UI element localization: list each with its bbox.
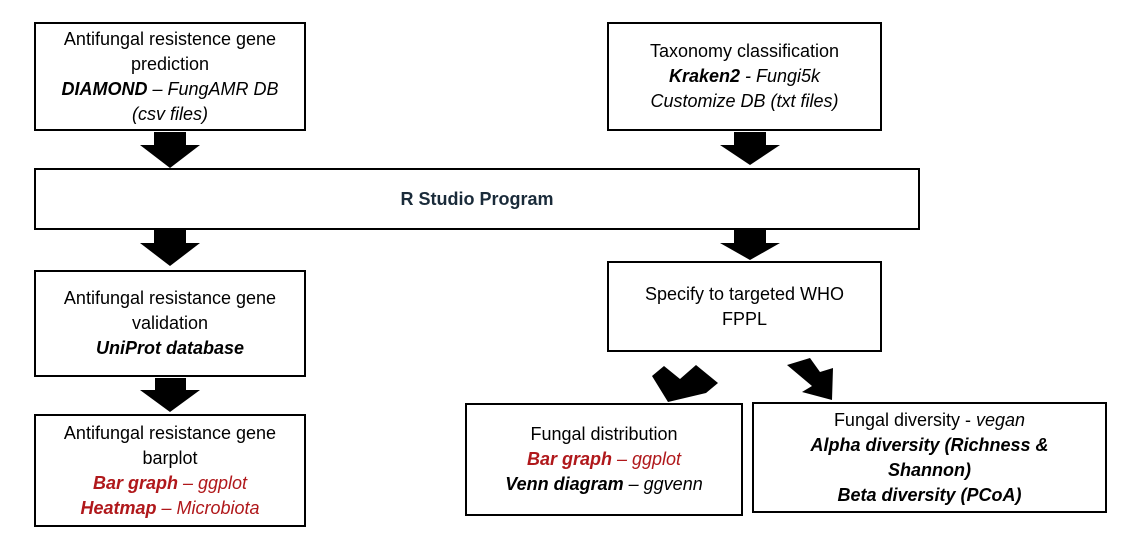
distribution-box: Fungal distribution Bar graph – ggplot V… [465, 403, 743, 516]
diversity-box: Fungal diversity - vegan Alpha diversity… [752, 402, 1107, 513]
gene-prediction-note: (csv files) [132, 103, 208, 124]
distribution-bar-graph-line: Bar graph – ggplot [527, 447, 681, 472]
dist-bar-graph-label: Bar graph [526, 449, 612, 469]
dist-bar-graph-sep: – [611, 449, 632, 469]
diversity-title-line: Fungal diversity - vegan [834, 408, 1025, 433]
arrow-taxonomy-to-rstudio [720, 132, 780, 165]
taxonomy-title: Taxonomy classification [649, 41, 840, 61]
validation-box: Antifungal resistance gene validation Un… [34, 270, 306, 377]
distribution-title: Fungal distribution [530, 424, 678, 444]
alpha-diversity-line1: Alpha diversity (Richness & [810, 434, 1049, 455]
validation-title-line2: validation [131, 313, 209, 333]
uniprot-db: UniProt database [95, 338, 245, 358]
arrow-prediction-to-rstudio [140, 132, 200, 168]
venn-label: Venn diagram [505, 474, 624, 494]
dist-bar-graph-pkg: ggplot [632, 449, 682, 469]
r-studio-label: R Studio Program [400, 188, 554, 209]
diversity-title: Fungal diversity - [833, 409, 976, 430]
taxonomy-tool-line: Kraken2 - Fungi5k [669, 64, 820, 89]
who-fppl-box: Specify to targeted WHO FPPL [607, 261, 882, 352]
arrow-validation-to-barplot [140, 378, 200, 412]
who-title-line1: Specify to targeted WHO [644, 283, 845, 304]
venn-sep: – [623, 474, 644, 494]
taxonomy-customize-db: Customize DB (txt files) [650, 91, 839, 111]
gene-prediction-title-line1: Antifungal resistence gene [63, 28, 277, 49]
vegan-pkg: vegan [976, 409, 1026, 430]
taxonomy-box: Taxonomy classification Kraken2 - Fungi5… [607, 22, 882, 131]
validation-title-line1: Antifungal resistance gene [63, 288, 277, 308]
r-studio-box: R Studio Program [34, 168, 920, 230]
heatmap-label: Heatmap [80, 497, 157, 518]
barplot-heatmap-line: Heatmap – Microbiota [80, 496, 259, 521]
arrow-who-to-diversity [787, 358, 833, 400]
heatmap-pkg: Microbiota [176, 497, 260, 518]
heatmap-sep: – [156, 497, 177, 518]
gene-prediction-tool-line: DIAMOND – FungAMR DB [61, 77, 278, 102]
arrow-rstudio-to-validation [140, 230, 200, 266]
beta-diversity: Beta diversity (PCoA) [837, 484, 1022, 505]
gene-prediction-box: Antifungal resistence gene prediction DI… [34, 22, 306, 131]
barplot-title-line2: barplot [142, 447, 198, 468]
alpha-diversity-line2: Shannon) [888, 459, 971, 480]
barplot-box: Antifungal resistance gene barplot Bar g… [34, 414, 306, 527]
bar-graph-sep: – [177, 472, 198, 493]
bar-graph-label: Bar graph [92, 472, 178, 493]
venn-pkg: ggvenn [643, 474, 703, 494]
diamond-tool: DIAMOND [61, 78, 148, 99]
fungamr-db: FungAMR DB [167, 78, 279, 99]
barplot-bar-graph-line: Bar graph – ggplot [93, 471, 247, 496]
arrow-rstudio-to-who [720, 230, 780, 260]
bar-graph-pkg: ggplot [198, 472, 248, 493]
arrow-who-to-distribution [652, 365, 718, 402]
distribution-venn-line: Venn diagram – ggvenn [505, 472, 702, 497]
who-title-line2: FPPL [721, 308, 768, 329]
gene-prediction-title-line2: prediction [130, 53, 210, 74]
barplot-title-line1: Antifungal resistance gene [63, 422, 277, 443]
kraken2-sep: - [740, 66, 756, 86]
diamond-sep: – [147, 78, 168, 99]
fungi5k-db: Fungi5k [756, 66, 821, 86]
kraken2-tool: Kraken2 [668, 66, 740, 86]
